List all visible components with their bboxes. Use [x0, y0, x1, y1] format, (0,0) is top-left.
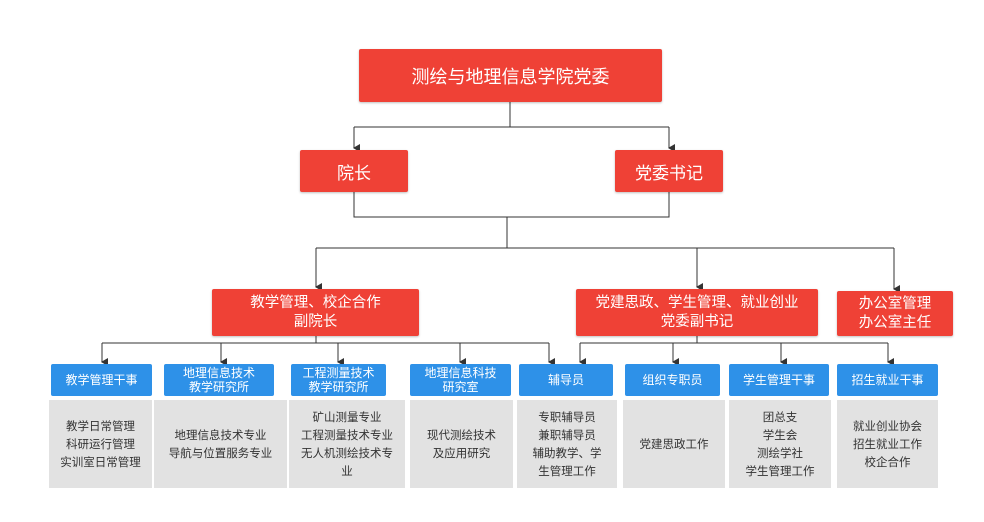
unit-title-gis-lab: 地理信息科技 研究室 [410, 364, 511, 396]
unit-title-line: 研究室 [442, 380, 479, 394]
unit-title-line: 学生管理干事 [742, 373, 815, 387]
duty-item: 生管理工作 [538, 464, 596, 478]
duty-item: 测绘学社 [757, 446, 803, 460]
unit-title-line: 地理信息技术 [182, 366, 255, 380]
unit-duties-teaching-officer: 教学日常管理 科研运行管理 实训室日常管理 [49, 400, 152, 488]
unit-title-admissions: 招生就业干事 [837, 364, 938, 396]
duty-item: 无人机测绘技术专 [301, 446, 393, 460]
unit-title-line: 教学管理干事 [65, 373, 138, 387]
root-label: 测绘与地理信息学院党委 [411, 66, 610, 88]
duty-item: 工程测量技术专业 [301, 428, 393, 442]
duty-item: 学生管理工作 [745, 464, 815, 478]
duty-item: 地理信息技术专业 [174, 428, 267, 442]
duty-item: 科研运行管理 [66, 437, 135, 451]
duty-item: 现代测绘技术 [427, 428, 496, 442]
dean-node: 院长 [300, 150, 408, 192]
unit-title-counselor: 辅导员 [519, 364, 613, 396]
duty-item: 校企合作 [864, 455, 911, 469]
duty-item: 辅助教学、学 [532, 446, 602, 460]
unit-duties-survey-institute: 矿山测量专业 工程测量技术专业 无人机测绘技术专 业 [289, 400, 405, 488]
duty-item: 招生就业工作 [853, 437, 922, 451]
unit-duties-gis-institute: 地理信息技术专业 导航与位置服务专业 [154, 400, 287, 488]
unit-title-teaching-officer: 教学管理干事 [51, 364, 152, 396]
office-director-node: 办公室管理 办公室主任 [837, 291, 953, 336]
unit-title-organization-officer: 组织专职员 [625, 364, 720, 396]
duty-item: 矿山测量专业 [312, 410, 382, 424]
unit-title-survey-institute: 工程测量技术 教学研究所 [291, 364, 386, 396]
root-node: 测绘与地理信息学院党委 [359, 49, 662, 102]
deputy-secretary-title: 党委副书记 [660, 313, 734, 330]
duty-item: 教学日常管理 [66, 419, 135, 433]
unit-duties-student-affairs: 团总支 学生会 测绘学社 学生管理工作 [729, 400, 831, 488]
duty-item: 实训室日常管理 [60, 455, 141, 469]
office-duty: 办公室管理 [858, 295, 932, 312]
duty-item: 学生会 [762, 428, 798, 442]
unit-title-student-affairs: 学生管理干事 [729, 364, 829, 396]
unit-duties-gis-lab: 现代测绘技术 及应用研究 [410, 400, 513, 488]
vice-dean-duty: 教学管理、校企合作 [250, 294, 381, 311]
unit-duties-admissions: 就业创业协会 招生就业工作 校企合作 [837, 400, 938, 488]
deputy-secretary-node: 党建思政、学生管理、就业创业 党委副书记 [576, 289, 818, 336]
vice-dean-node: 教学管理、校企合作 副院长 [212, 289, 419, 336]
duty-item: 业 [341, 464, 353, 478]
dean-label: 院长 [337, 163, 371, 184]
duty-item: 党建思政工作 [639, 437, 709, 451]
secretary-node: 党委书记 [615, 150, 723, 192]
unit-title-gis-institute: 地理信息技术 教学研究所 [164, 364, 274, 396]
unit-title-line: 工程测量技术 [302, 366, 375, 380]
duty-item: 就业创业协会 [853, 419, 922, 433]
deputy-secretary-duty: 党建思政、学生管理、就业创业 [595, 294, 799, 311]
duty-item: 及应用研究 [432, 446, 491, 460]
unit-duties-counselor: 专职辅导员 兼职辅导员 辅助教学、学 生管理工作 [517, 400, 617, 488]
vice-dean-title: 副院长 [293, 313, 338, 330]
unit-title-line: 地理信息科技 [424, 366, 497, 380]
secretary-label: 党委书记 [635, 163, 703, 184]
unit-title-line: 组织专职员 [642, 373, 703, 387]
unit-title-line: 辅导员 [547, 373, 584, 387]
unit-duties-organization-officer: 党建思政工作 [623, 400, 725, 488]
unit-title-line: 教学研究所 [188, 380, 249, 394]
duty-item: 专职辅导员 [538, 410, 596, 424]
duty-item: 兼职辅导员 [538, 428, 596, 442]
duty-item: 团总支 [762, 410, 798, 424]
duty-item: 导航与位置服务专业 [168, 446, 273, 460]
unit-title-line: 教学研究所 [308, 380, 369, 394]
unit-title-line: 招生就业干事 [851, 373, 924, 387]
office-title: 办公室主任 [858, 314, 932, 331]
